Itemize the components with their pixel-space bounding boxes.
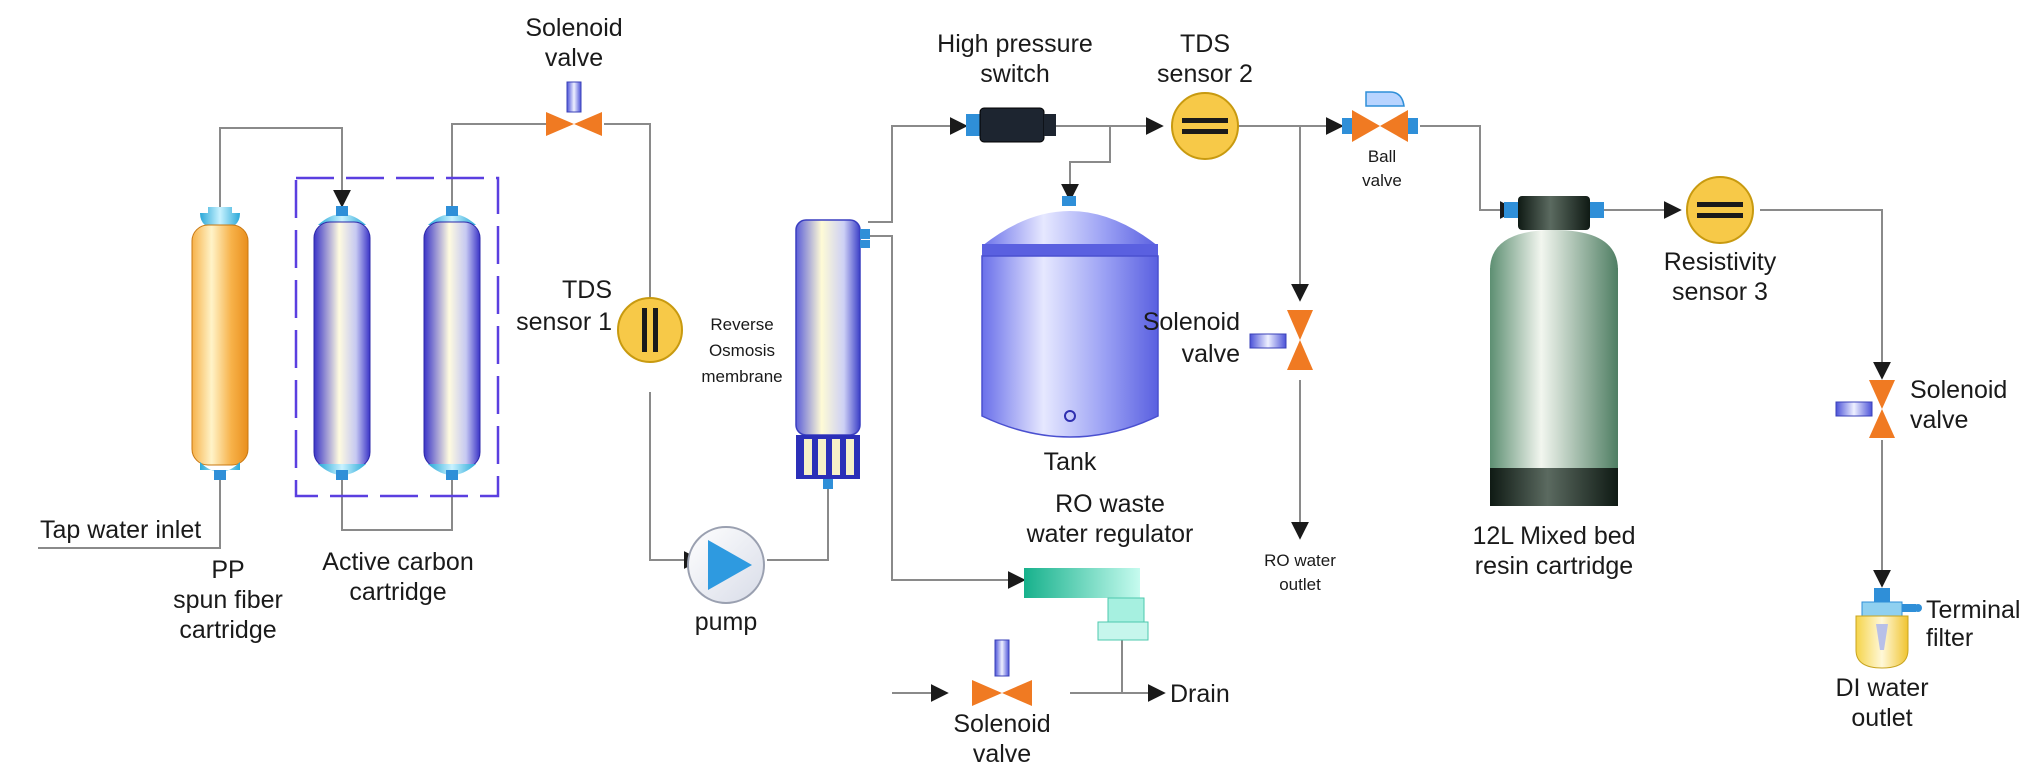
resistivity-sensor-3	[1686, 176, 1754, 244]
svg-text:outlet: outlet	[1279, 575, 1321, 594]
label-solenoid-valve-top: Solenoid valve	[525, 14, 622, 72]
solenoid-valve-di	[1835, 380, 1895, 438]
label-di-water-outlet: DI water outlet	[1835, 674, 1928, 732]
svg-text:Solenoid: Solenoid	[953, 710, 1050, 738]
label-tds-sensor-1: TDS sensor 1	[516, 276, 612, 336]
tank	[981, 196, 1159, 438]
ro-waste-water-regulator	[1024, 568, 1149, 641]
svg-text:valve: valve	[1182, 340, 1240, 368]
label-resistivity-sensor-3: Resistivity sensor 3	[1664, 248, 1777, 306]
label-ro-water-outlet: RO water outlet	[1264, 551, 1336, 594]
svg-text:valve: valve	[1362, 171, 1402, 190]
high-pressure-switch	[966, 107, 1056, 143]
svg-text:sensor 3: sensor 3	[1672, 278, 1768, 306]
pump	[687, 526, 765, 604]
tds-sensor-2	[1171, 92, 1239, 160]
svg-text:RO water: RO water	[1264, 551, 1336, 570]
label-ro-waste-regulator: RO waste water regulator	[1026, 490, 1194, 548]
svg-text:TDS: TDS	[1180, 30, 1230, 58]
active-carbon-cartridge-2	[423, 206, 481, 480]
label-pump: pump	[695, 608, 758, 636]
svg-text:sensor 1: sensor 1	[516, 308, 612, 336]
label-ball-valve: Ball valve	[1362, 147, 1402, 190]
mixed-bed-resin-cartridge	[1490, 196, 1618, 506]
svg-text:valve: valve	[1910, 406, 1968, 434]
active-carbon-cartridge-1	[313, 206, 371, 480]
svg-text:RO waste: RO waste	[1055, 490, 1165, 518]
solenoid-valve-ro	[1249, 310, 1313, 370]
label-high-pressure-switch: High pressure switch	[937, 30, 1093, 88]
label-mixed-bed: 12L Mixed bed resin cartridge	[1472, 522, 1635, 580]
svg-text:sensor 2: sensor 2	[1157, 60, 1253, 88]
label-active-carbon: Active carbon cartridge	[322, 548, 473, 606]
svg-text:cartridge: cartridge	[179, 616, 276, 644]
ball-valve	[1342, 91, 1418, 142]
pp-cartridge	[191, 207, 249, 480]
solenoid-valve-top	[546, 81, 602, 136]
svg-text:cartridge: cartridge	[349, 578, 446, 606]
svg-text:valve: valve	[973, 740, 1031, 768]
label-solenoid-valve-drain: Solenoid valve	[953, 710, 1050, 768]
label-terminal-filter: Terminal filter	[1926, 596, 2020, 652]
terminal-filter	[1855, 588, 1922, 669]
label-solenoid-valve-ro: Solenoid valve	[1143, 308, 1240, 368]
svg-text:Active carbon: Active carbon	[322, 548, 473, 576]
svg-text:switch: switch	[980, 60, 1049, 88]
svg-text:Osmosis: Osmosis	[709, 341, 775, 360]
svg-text:Reverse: Reverse	[710, 315, 773, 334]
svg-text:Resistivity: Resistivity	[1664, 248, 1777, 276]
tds-sensor-1	[617, 297, 683, 363]
label-ro-membrane: Reverse Osmosis membrane	[701, 315, 782, 386]
svg-text:High pressure: High pressure	[937, 30, 1093, 58]
svg-text:Terminal: Terminal	[1926, 596, 2020, 624]
label-tank: Tank	[1044, 448, 1097, 476]
svg-text:water regulator: water regulator	[1026, 520, 1194, 548]
ro-membrane	[795, 219, 870, 489]
label-tap-water-inlet: Tap water inlet	[40, 516, 201, 544]
svg-text:spun fiber: spun fiber	[173, 586, 283, 614]
label-tds-sensor-2: TDS sensor 2	[1157, 30, 1253, 88]
svg-text:TDS: TDS	[562, 276, 612, 304]
svg-text:DI water: DI water	[1835, 674, 1928, 702]
svg-text:filter: filter	[1926, 624, 1973, 652]
label-pp-cartridge: PP spun fiber cartridge	[173, 556, 283, 644]
svg-text:valve: valve	[545, 44, 603, 72]
label-solenoid-valve-di: Solenoid valve	[1910, 376, 2007, 434]
active-carbon-frame	[294, 176, 500, 498]
svg-text:Solenoid: Solenoid	[1910, 376, 2007, 404]
svg-text:12L Mixed bed: 12L Mixed bed	[1472, 522, 1635, 550]
svg-text:outlet: outlet	[1851, 704, 1912, 732]
svg-text:PP: PP	[211, 556, 244, 584]
solenoid-valve-drain	[972, 639, 1032, 706]
svg-text:Ball: Ball	[1368, 147, 1396, 166]
svg-text:Solenoid: Solenoid	[525, 14, 622, 42]
pipes	[38, 117, 1891, 702]
svg-text:Solenoid: Solenoid	[1143, 308, 1240, 336]
svg-text:membrane: membrane	[701, 367, 782, 386]
label-drain: Drain	[1170, 680, 1230, 708]
svg-text:resin cartridge: resin cartridge	[1475, 552, 1633, 580]
